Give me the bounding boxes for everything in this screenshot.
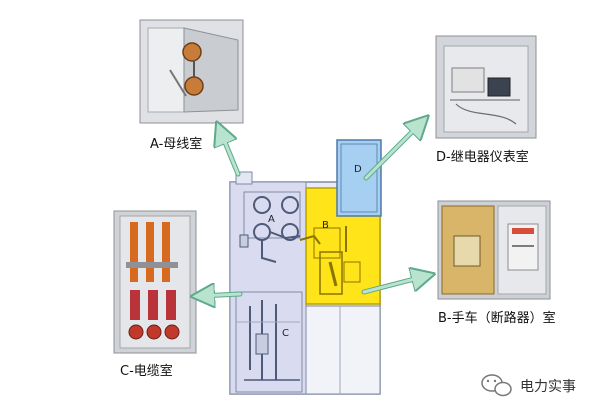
marker-a: A (268, 214, 275, 225)
marker-c: C (282, 328, 289, 339)
busbar-room-label: A-母线室 (150, 137, 203, 152)
wechat-icon (481, 374, 512, 397)
relay-room-label: D-继电器仪表室 (436, 150, 529, 165)
cable-room-photo (113, 210, 197, 354)
busbar-insulator-2 (281, 196, 299, 214)
cable-compartment-front (305, 305, 381, 395)
breaker-truck (319, 251, 343, 295)
busbar-room-photo (139, 19, 244, 124)
watermark-text: 电力实事 (520, 379, 576, 395)
cabinet-left-face (229, 181, 307, 395)
busbar-compartment (243, 191, 301, 239)
relay-room-photo (435, 35, 537, 139)
cable-compartment (235, 291, 303, 393)
breaker-room-photo (437, 200, 551, 300)
compartment-markers: A B C D (268, 164, 362, 339)
relay-compartment-highlight (336, 139, 382, 217)
pointer-arrows (200, 122, 426, 296)
busbar-insulator-4 (281, 223, 299, 241)
busbar-insulator-1 (253, 196, 271, 214)
marker-b: B (322, 220, 329, 231)
marker-d: D (354, 164, 362, 175)
cable-room-label: C-电缆室 (120, 364, 173, 379)
breaker-room-label: B-手车（断路器）室 (438, 311, 556, 326)
switchgear-cabinet (229, 139, 382, 395)
